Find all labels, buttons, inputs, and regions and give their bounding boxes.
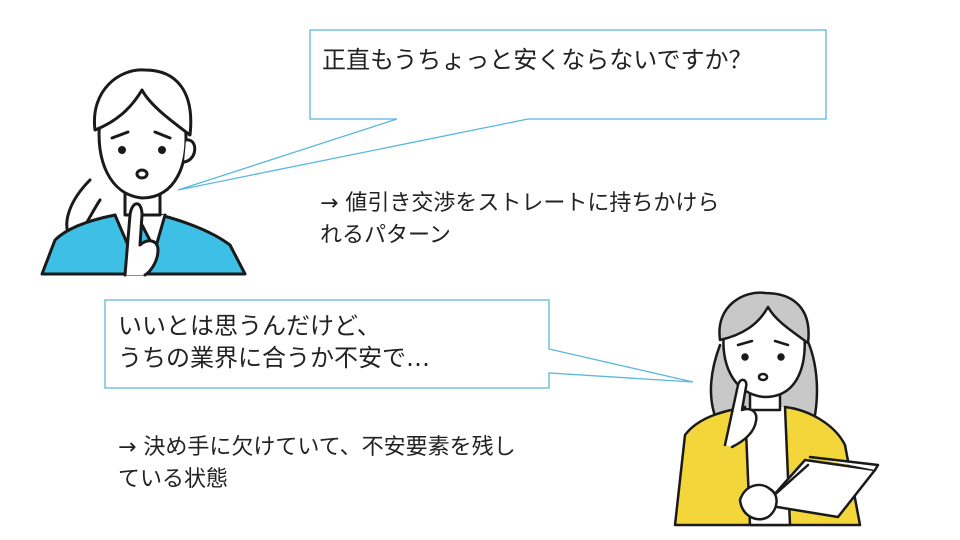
speech-text-2-line-2: うちの業界に合うか不安で…	[118, 344, 430, 372]
speech-bubble-1	[177, 29, 827, 191]
caption-2: → 決め手に欠けていて、不安要素を残し ている状態	[118, 432, 516, 496]
caption-2-line-2: ている状態	[118, 467, 229, 492]
caption-2-line-1: → 決め手に欠けていて、不安要素を残し	[118, 435, 516, 460]
worried-person-blue-illustration	[40, 68, 247, 277]
speech-text-2-line-1: いいとは思うんだけど、	[118, 312, 381, 340]
speech-text-1-content: 正直もうちょっと安くならないですか？	[322, 46, 753, 74]
thinking-person-yellow-illustration	[673, 291, 880, 527]
speech-bubble-2	[104, 299, 694, 389]
speech-text-2: いいとは思うんだけど、 うちの業界に合うか不安で…	[118, 310, 430, 374]
caption-1-line-1: → 値引き交渉をストレートに持ちかけら	[320, 191, 720, 216]
speech-text-1: 正直もうちょっと安くならないですか？	[322, 44, 753, 76]
caption-1: → 値引き交渉をストレートに持ちかけら れるパターン	[320, 188, 719, 252]
caption-1-line-2: れるパターン	[320, 223, 451, 248]
